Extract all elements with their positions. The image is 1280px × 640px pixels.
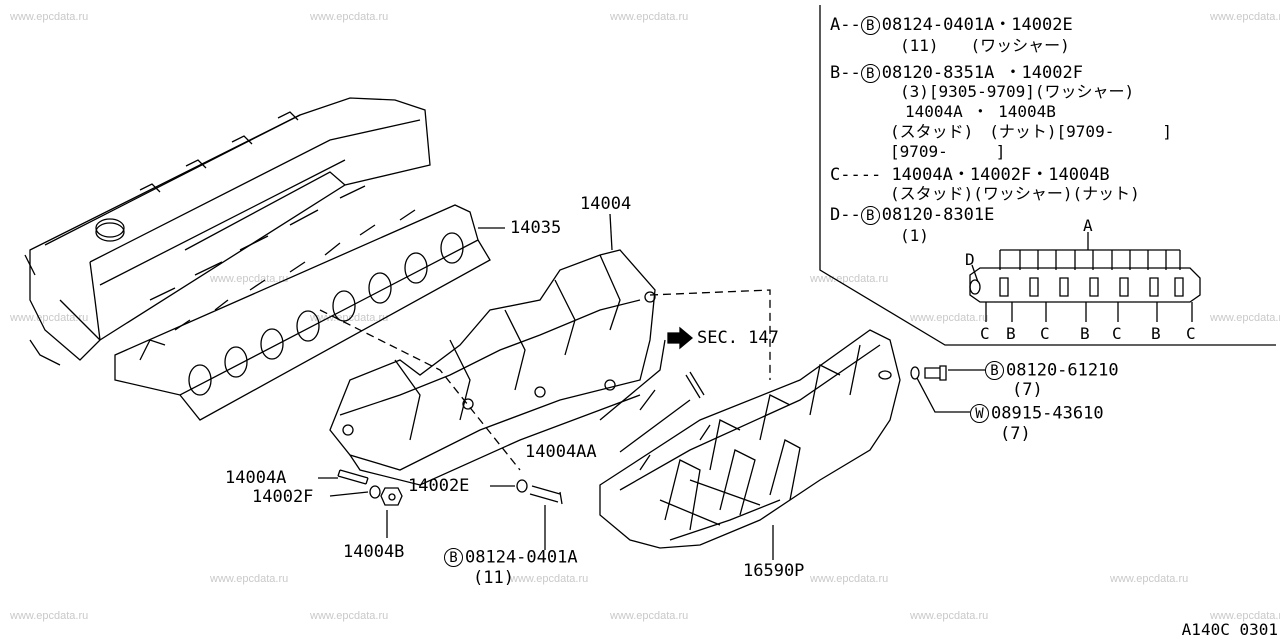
sec-reference-label: SEC. 147 xyxy=(697,328,779,348)
part-label-14002e: 14002E xyxy=(408,476,470,496)
legend-sub: (3)[9305-9709](ワッシャー) xyxy=(900,82,1135,101)
leader-line xyxy=(619,399,691,453)
legend-key: D-- xyxy=(830,205,861,225)
cylinder-head-drawing xyxy=(24,97,431,366)
watermark: www.epcdata.ru xyxy=(10,610,89,622)
watermark: www.epcdata.ru xyxy=(210,273,289,285)
part-label-14004: 14004 xyxy=(580,194,632,214)
watermark: www.epcdata.ru xyxy=(910,312,989,324)
watermark: www.epcdata.ru xyxy=(810,573,889,585)
legend-sub: 14004A ・ 14004B xyxy=(905,102,1056,121)
legend-sub: [9709- ] xyxy=(890,142,1006,161)
arrow-icon xyxy=(667,326,694,350)
watermark: www.epcdata.ru xyxy=(310,610,389,622)
diagram-code: A140C 0301 xyxy=(1181,620,1278,639)
part-label-16590p: 16590P xyxy=(743,561,805,581)
inset-label-bottom: C xyxy=(1040,324,1050,343)
watermark: www.epcdata.ru xyxy=(1210,11,1280,23)
part-label-14002f: 14002F xyxy=(252,487,314,507)
part-label-14004aa: 14004AA xyxy=(525,442,597,462)
inset-manifold-drawing xyxy=(969,232,1201,322)
legend-sub: (11) (ワッシャー) xyxy=(900,36,1070,55)
bolt-mark-icon: B xyxy=(444,548,463,567)
watermark: www.epcdata.ru xyxy=(10,312,89,324)
bolt-mark-icon: B xyxy=(985,361,1004,380)
part-label-14035: 14035 xyxy=(510,218,562,238)
watermark: www.epcdata.ru xyxy=(910,610,989,622)
part-number: 08915-43610 xyxy=(991,403,1104,424)
heat-insulator-drawing xyxy=(599,329,901,549)
leader-line xyxy=(609,213,613,251)
inset-label-bottom: B xyxy=(1151,324,1161,343)
inset-label-left: D xyxy=(965,250,975,269)
part-qty: (11) xyxy=(473,568,514,588)
part-qty: (7) xyxy=(1000,424,1031,444)
legend-sub: (スタッド) (ナット)[9709- ] xyxy=(890,122,1172,141)
watermark: www.epcdata.ru xyxy=(1210,312,1280,324)
leader-line xyxy=(916,377,970,413)
inset-label-bottom: C xyxy=(980,324,990,343)
part-number: 08120-61210 xyxy=(1006,360,1119,381)
legend-box-border xyxy=(819,5,1276,346)
exhaust-manifold-drawing xyxy=(329,249,666,486)
inset-label-top: A xyxy=(1083,216,1093,235)
part-number: 08124-0401A xyxy=(465,547,578,568)
watermark: www.epcdata.ru xyxy=(510,573,589,585)
watermark: www.epcdata.ru xyxy=(310,11,389,23)
legend-key: A-- xyxy=(830,15,861,35)
legend-key: C---- xyxy=(830,165,882,185)
leader-line xyxy=(329,491,369,497)
watermark: www.epcdata.ru xyxy=(610,610,689,622)
watermark: www.epcdata.ru xyxy=(310,312,389,324)
small-hardware-left xyxy=(337,371,705,506)
dashed-line xyxy=(319,309,521,471)
small-hardware-right xyxy=(910,365,947,381)
bolt-mark-icon: B xyxy=(860,15,880,35)
inset-label-bottom: B xyxy=(1006,324,1016,343)
legend-key: B-- xyxy=(830,63,861,83)
watermark: www.epcdata.ru xyxy=(1210,610,1280,622)
legend-part: 08120-8351A ・14002F xyxy=(881,63,1083,83)
inset-label-bottom: C xyxy=(1112,324,1122,343)
watermark: www.epcdata.ru xyxy=(1110,573,1189,585)
inset-label-bottom: B xyxy=(1080,324,1090,343)
watermark: www.epcdata.ru xyxy=(10,11,89,23)
part-qty: (7) xyxy=(1012,380,1043,400)
legend-sub: (スタッド)(ワッシャー)(ナット) xyxy=(890,184,1140,203)
gasket-14035-drawing xyxy=(114,204,491,421)
washer-mark-icon: W xyxy=(970,404,989,423)
part-label-14004b: 14004B xyxy=(343,542,405,562)
legend-part: 08120-8301E xyxy=(881,205,995,225)
legend-part: 14004A・14002F・14004B xyxy=(891,165,1110,185)
legend-row-c: C---- 14004A・14002F・14004B xyxy=(830,160,1110,185)
bolt-mark-icon: B xyxy=(860,63,880,83)
dashed-line xyxy=(649,289,771,380)
watermark: www.epcdata.ru xyxy=(610,11,689,23)
bolt-mark-icon: B xyxy=(860,205,880,225)
part-label-14004a: 14004A xyxy=(225,468,287,488)
inset-label-bottom: C xyxy=(1186,324,1196,343)
legend-part: 08124-0401A・14002E xyxy=(881,15,1073,35)
watermark: www.epcdata.ru xyxy=(210,573,289,585)
legend-sub: (1) xyxy=(900,226,929,245)
